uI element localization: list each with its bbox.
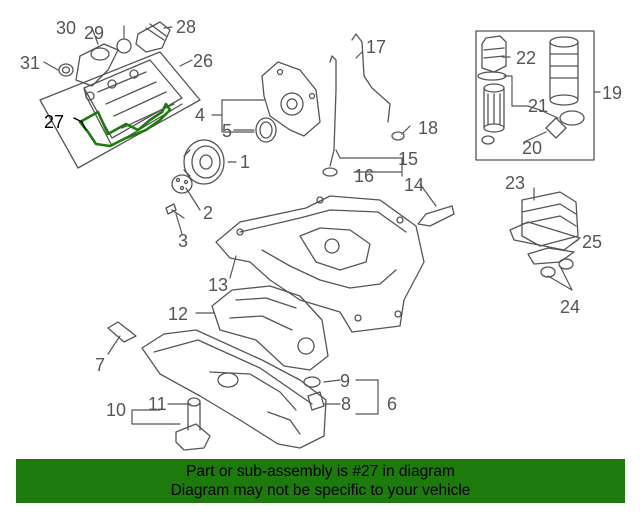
drain-plug-8 — [307, 391, 325, 411]
parts-diagram: 31 30 29 28 26 27 4 5 1 2 3 17 18 15 16 … — [20, 17, 622, 451]
callout-2: 2 — [203, 203, 213, 223]
oil-pan-lower — [141, 329, 327, 449]
callout-24: 24 — [560, 297, 580, 317]
callout-9: 9 — [340, 371, 350, 391]
timing-cover — [261, 61, 321, 137]
sealant-tube-14 — [417, 205, 455, 227]
seal-16 — [322, 167, 338, 177]
callout-30: 30 — [56, 18, 76, 38]
callout-12: 12 — [168, 304, 188, 324]
callout-17: 17 — [366, 37, 386, 57]
banner-line-2: Diagram may not be specific to your vehi… — [170, 482, 471, 499]
callout-11: 11 — [148, 394, 167, 414]
oil-pump-baffle — [211, 285, 329, 371]
callout-27: 27 — [44, 112, 64, 132]
callout-6: 6 — [387, 394, 397, 414]
oil-cooler — [509, 191, 581, 251]
seal-24-b — [558, 258, 574, 270]
seal-ring-9 — [303, 376, 321, 388]
filler-cap-28 — [135, 21, 171, 53]
callout-25: 25 — [582, 232, 602, 252]
callout-19: 19 — [602, 83, 622, 103]
sealant-7 — [107, 321, 137, 343]
banner-line-1: Part or sub-assembly is #27 in diagram — [186, 463, 455, 480]
seal-21-lower — [559, 110, 585, 126]
callout-18: 18 — [418, 118, 438, 138]
bolt-3 — [165, 203, 185, 219]
seal-ring-29 — [116, 38, 132, 54]
callout-15: 15 — [398, 149, 418, 169]
oil-filler-neck — [58, 43, 119, 87]
callout-5: 5 — [222, 121, 232, 141]
valve-cover — [39, 51, 201, 169]
leader-lines — [43, 25, 601, 425]
dipstick-guide-tube — [329, 55, 337, 167]
callout-27-leader — [73, 117, 87, 131]
gasket-25 — [527, 247, 575, 265]
callout-13: 13 — [208, 275, 228, 295]
callout-28: 28 — [176, 17, 196, 37]
callout-16: 16 — [354, 166, 374, 186]
callout-1: 1 — [240, 152, 250, 172]
o-ring-21-upper — [477, 71, 507, 81]
callout-22: 22 — [516, 48, 536, 68]
oil-pan-upper — [215, 195, 425, 333]
callout-4: 4 — [195, 105, 205, 125]
callout-31: 31 — [20, 53, 40, 73]
o-ring-20 — [481, 135, 495, 145]
seal-18 — [391, 131, 405, 141]
seal-24-a — [540, 266, 556, 278]
dipstick — [351, 33, 391, 123]
oil-filter-box — [475, 30, 595, 161]
callout-26: 26 — [193, 51, 213, 71]
filter-housing — [549, 36, 579, 106]
callout-14: 14 — [404, 175, 424, 195]
callout-23: 23 — [505, 173, 525, 193]
valve-cover-gasket — [78, 102, 172, 148]
callout-29: 29 — [84, 23, 104, 43]
info-banner: Part or sub-assembly is #27 in diagram D… — [16, 459, 625, 503]
callout-3: 3 — [178, 231, 188, 251]
callout-10: 10 — [106, 400, 126, 420]
valve-20 — [545, 117, 567, 139]
callout-20: 20 — [522, 138, 542, 158]
washer-plate-2 — [171, 174, 193, 194]
filter-cap-22 — [481, 35, 507, 73]
oil-level-sensor — [175, 397, 211, 451]
callout-21: 21 — [528, 96, 548, 116]
callout-7: 7 — [95, 355, 105, 375]
vibration-damper — [183, 139, 225, 185]
oil-filter-element — [483, 83, 505, 133]
seal-5 — [255, 117, 277, 143]
callout-8: 8 — [341, 394, 351, 414]
